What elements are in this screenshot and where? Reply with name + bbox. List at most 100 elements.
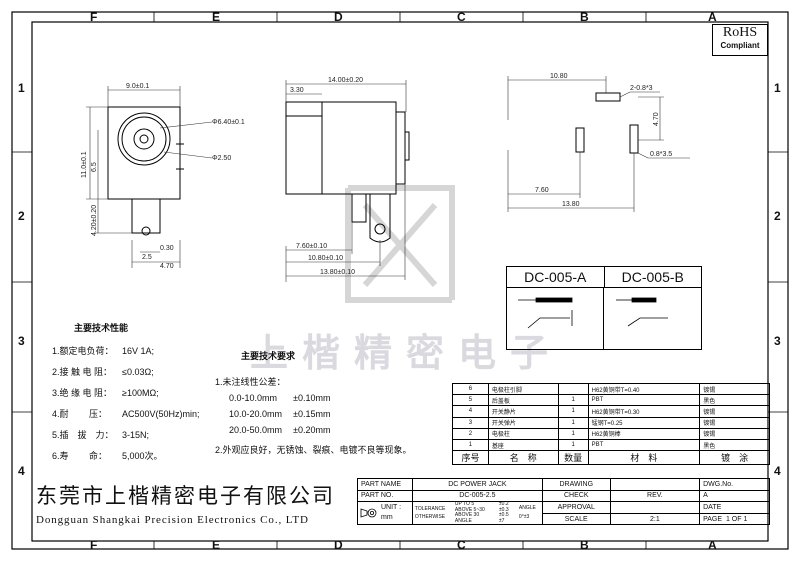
tol-value-4: ±7	[498, 517, 505, 524]
spec-key: 5.插 拔 力：	[52, 430, 114, 440]
tolerance-value: ±0.20mm	[293, 425, 331, 435]
dim-front-pin-len: 4.20±0.20	[91, 205, 98, 236]
title-block: PART NAME DC POWER JACK DRAWING DWG.No. …	[357, 478, 770, 526]
dim-pcb-hole2: 0.8*3.5	[650, 151, 672, 158]
dim-front-bottom-b: 2.5	[142, 254, 152, 261]
zone-row-right-4: 4	[774, 464, 781, 478]
angle-value: 0°±3	[518, 514, 530, 521]
spec-key: 1.额定电负荷：	[52, 346, 114, 356]
spec-key: 3.绝 缘 电 阻：	[52, 388, 113, 398]
bom-finish: 镀锡	[699, 416, 770, 429]
bom-finish: 镀锡	[699, 405, 770, 418]
tolerance-range: 0.0-10.0mm	[229, 393, 278, 403]
technical-specs: 主要技术性能 1.额定电负荷：16V 1A; 2.接 触 电 阻：≤0.03Ω;…	[52, 318, 232, 467]
page-label: PAGE	[703, 515, 723, 523]
pcb-layout-dims	[507, 76, 690, 212]
bom-header-finish: 镀 涂	[699, 450, 770, 466]
spec-key: 4.耐 压：	[52, 409, 108, 419]
tolerance-range: 10.0-20.0mm	[229, 409, 283, 419]
bom-name: 电极柱	[487, 427, 559, 440]
zone-row-right-1: 1	[774, 81, 781, 95]
tolerance-range: 20.0-50.0mm	[229, 425, 283, 435]
bom-finish: 黑色	[699, 438, 770, 452]
company-watermark: 上楷精密电子	[250, 331, 563, 375]
zone-col-bottom-6: A	[708, 538, 717, 552]
spec-key: 2.接 触 电 阻：	[52, 367, 113, 377]
bom-finish: 镀锡	[699, 427, 770, 440]
scale-label: SCALE	[541, 512, 611, 526]
bom-material: PBT	[587, 394, 701, 407]
technical-requirements: 主要技术要求 1.未注线性公差： 0.0-10.0mm±0.10mm 10.0-…	[215, 348, 445, 458]
projection-symbol-icon	[360, 508, 377, 518]
zone-col-bottom-3: D	[334, 538, 343, 552]
tol-range-2: ABOVE 5~30	[454, 506, 485, 513]
unit-value: mm	[381, 514, 393, 522]
dim-pcb-d2: 13.80	[562, 201, 580, 208]
tol-range-4: ANGLE	[454, 517, 472, 524]
bom-header-qty: 数量	[557, 450, 589, 466]
zone-row-left-2: 2	[18, 209, 25, 223]
zone-row-right-3: 3	[774, 334, 781, 348]
page-value: 1 OF 1	[725, 515, 748, 523]
tolerance-value: ±0.15mm	[293, 409, 331, 419]
spec-value: ≤0.03Ω;	[122, 367, 154, 377]
bom-material: 锰钢T=0.25	[587, 416, 701, 429]
bom-no: 1	[452, 438, 489, 452]
bom-material: H62黄铜带T=0.40	[587, 382, 701, 396]
check-label: CHECK	[541, 489, 611, 503]
zone-row-left-3: 3	[18, 334, 25, 348]
tol-range-1: UP TO 5	[454, 501, 475, 508]
tol-value-2: ±0.3	[498, 506, 509, 513]
tol-range-3: ABOVE 30	[454, 512, 480, 519]
company-name-en: Dongguan Shangkai Precision Electronics …	[36, 514, 309, 526]
bom-qty: 1	[557, 438, 589, 452]
bom-qty: 1	[557, 427, 589, 440]
zone-row-right-2: 2	[774, 209, 781, 223]
zone-col-bottom-5: B	[580, 538, 589, 552]
dim-side-d3: 13.80±0.10	[320, 269, 355, 276]
bom-material: H62黄铜带T=0.30	[587, 405, 701, 418]
angle-label: ANGLE	[518, 505, 536, 512]
bom-no: 4	[452, 405, 489, 418]
bom-qty: 1	[557, 405, 589, 418]
tolerance-row: 10.0-20.0mm ±0.15mm	[229, 406, 445, 422]
bom-material: PBT	[587, 438, 701, 452]
zone-col-top-5: B	[580, 10, 589, 24]
dim-pcb-pitch: 4.70	[653, 112, 660, 126]
part-no-label: PART NO.	[357, 489, 413, 503]
zone-col-bottom-4: C	[457, 538, 466, 552]
dim-pcb-d1: 7.60	[535, 187, 549, 194]
spec-row: 1.额定电负荷：16V 1A;	[52, 341, 232, 362]
bom-no: 6	[452, 382, 489, 396]
dim-side-d1: 7.60±0.10	[296, 243, 327, 250]
zone-row-left-4: 4	[18, 464, 25, 478]
zone-row-left-1: 1	[18, 81, 25, 95]
bom-name: 电极柱引脚	[487, 382, 559, 396]
spec-key: 6.寿 命：	[52, 451, 108, 461]
dim-front-height: 11.0±0.1	[81, 151, 88, 178]
bom-qty: 1	[557, 394, 589, 407]
rohs-subtitle: Compliant	[720, 41, 760, 50]
variant-b-schematic	[616, 297, 668, 327]
bom-header-name: 名 称	[487, 450, 559, 466]
spec-value: 5,000次。	[122, 451, 163, 461]
rev-value: A	[699, 489, 770, 503]
variant-b-label: DC-005-B	[621, 269, 684, 285]
spec-value: ≥100MΩ;	[122, 388, 159, 398]
bom-no: 5	[452, 394, 489, 407]
company-block: 东莞市上楷精密电子有限公司 Dongguan Shangkai Precisio…	[36, 484, 356, 526]
tol-value-3: ±0.5	[498, 512, 509, 519]
date-label: DATE	[699, 501, 770, 514]
bom-name: 开关静片	[487, 405, 559, 418]
bom-header: 序号名 称数量材 料镀 涂	[452, 450, 770, 466]
approval-label: APPROVAL	[541, 501, 611, 514]
variant-box: DC-005-A DC-005-B	[506, 266, 702, 350]
tolerance-row: 0.0-10.0mm±0.10mm	[229, 390, 445, 406]
part-name-label: PART NAME	[357, 478, 413, 491]
dim-side-length: 14.00±0.20	[328, 77, 363, 84]
